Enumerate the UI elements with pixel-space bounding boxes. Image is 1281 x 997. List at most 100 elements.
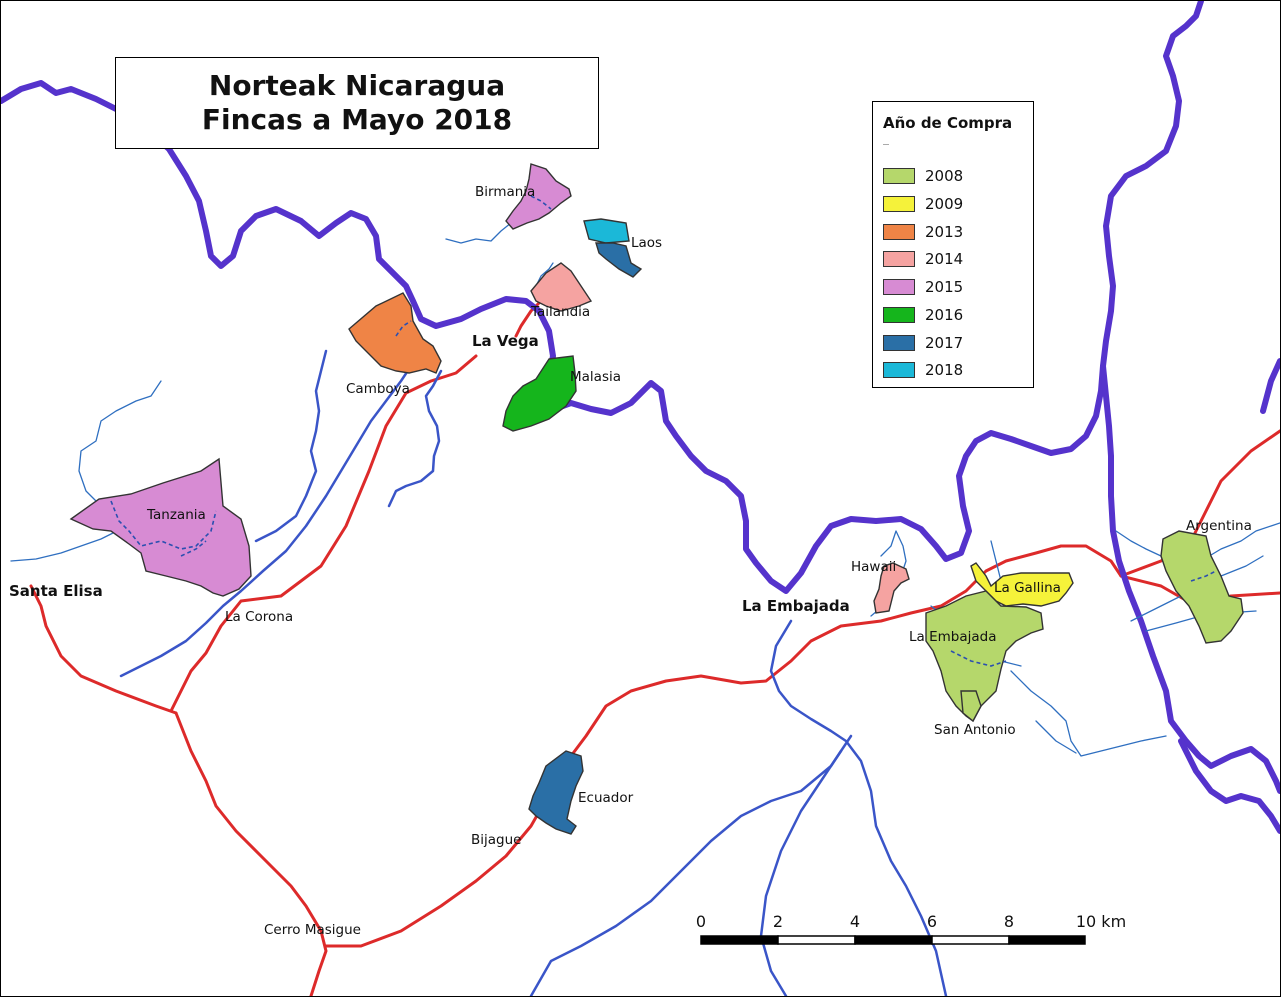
road-east-branch [1119,429,1280,578]
stream-sanantonio2 [1035,720,1077,754]
legend-label: 2017 [925,334,964,352]
scale-tick-2: 2 [772,912,784,931]
scale-seg-2 [777,935,856,945]
legend-item-2017: 2017 [883,333,963,353]
farm-label-tanzania: Tanzania [147,507,206,523]
legend-swatch [883,251,915,267]
farm-laos-north-polygon[interactable] [583,218,630,244]
scale-bar [700,935,1086,945]
river-bijague-south [529,734,853,996]
legend-label: 2016 [925,306,964,324]
scale-tick-10-km: 10 km [1075,912,1127,931]
legend-label: 2009 [925,195,964,213]
river-bijague-south2 [759,749,843,996]
farm-label-laos: Laos [631,235,663,251]
legend-swatch [883,335,915,351]
farm-tanzania-polygon[interactable] [69,457,252,597]
farm-birmania-polygon[interactable] [505,163,572,230]
legend-item-2016: 2016 [883,305,963,325]
farm-tailandia-polygon[interactable] [530,262,593,312]
legend-label: 2013 [925,223,964,241]
legend-swatch [883,279,915,295]
scale-seg-5 [1008,935,1086,945]
farm-argentina-polygon[interactable] [1160,530,1244,644]
legend-swatch [883,307,915,323]
farm-label-san-antonio: San Antonio [934,722,1016,738]
roads [29,299,1280,996]
scale-seg-1 [700,935,779,945]
legend-label: 2014 [925,250,964,268]
farm-stream-embajada [950,650,1007,667]
scale-tick-4: 4 [849,912,861,931]
legend-swatch [883,168,915,184]
stream-argentina2 [1200,522,1280,562]
river-la-vega-south [387,369,443,508]
farm-label-tailandia: Tailandia [531,304,591,320]
river-east-branch2 [1178,738,1280,834]
farm-laos-south-polygon[interactable] [595,242,643,278]
legend-label: 2018 [925,361,964,379]
stream-west [78,380,162,522]
map-title-box: Norteak Nicaragua Fincas a Mayo 2018 [115,57,599,149]
scale-tick-0: 0 [695,912,707,931]
scale-seg-4 [931,935,1010,945]
farm-label-hawaii: Hawaii [851,559,897,575]
scale-tick-8: 8 [1003,912,1015,931]
farm-ecuador-polygon[interactable] [528,750,584,835]
farm-streams [110,195,1217,667]
legend-swatch [883,224,915,240]
town-label-la-vega: La Vega [472,332,539,350]
legend-swatch [883,362,915,378]
farm-san-antonio-polygon[interactable] [960,690,982,723]
legend-item-2009: 2009 [883,194,963,214]
river-north-west [1,1,1204,594]
river-west-small [119,349,423,678]
farm-camboya-polygon[interactable] [348,292,442,374]
road-santa-elisa-west [29,584,178,715]
legend-swatch [883,196,915,212]
river-camboya-south [254,349,328,543]
farm-label-ecuador: Ecuador [578,790,634,806]
map-title-line1: Norteak Nicaragua [208,69,506,102]
farm-hawaii-polygon[interactable] [873,562,910,614]
farm-stream-tanzania [110,500,217,550]
legend-label: 2008 [925,167,964,185]
farms[interactable] [69,163,1244,835]
farm-label-camboya: Camboya [346,381,410,397]
farm-label-argentina: Argentina [1186,518,1252,534]
road-vega-corona [169,354,478,713]
farm-malasia-polygon[interactable] [502,355,577,432]
main-river [1,1,1280,834]
stream-sanantonio [1010,670,1167,757]
scale-tick-6: 6 [926,912,938,931]
map-title-line2: Fincas a Mayo 2018 [201,103,513,136]
legend-item-2015: 2015 [883,277,963,297]
farm-label-la-gallina: La Gallina [994,580,1061,596]
farm-label-la-embajada: La Embajada [909,629,997,645]
road-masigue-bijague [324,544,1123,948]
place-label-la-corona: La Corona [225,609,294,625]
farm-label-birmania: Birmania [475,184,536,200]
legend-title: Año de Compra [883,114,1013,132]
river-east-stub [1260,358,1280,414]
town-label-la-embajada: La Embajada [742,597,850,615]
farm-la-embajada-polygon[interactable] [925,590,1044,723]
road-corona-masigue [174,711,328,996]
farm-stream-tanzania2 [180,540,207,557]
legend-separator [883,144,889,145]
legend-item-2018: 2018 [883,360,963,380]
place-label-bijague: Bijague [471,832,522,848]
legend-item-2014: 2014 [883,249,963,269]
legend: Año de Compra 2008 2009 2013 2014 2015 2… [872,101,1034,388]
secondary-rivers [119,349,948,996]
farm-stream-birmania [530,195,552,210]
farm-label-malasia: Malasia [570,369,622,385]
farm-stream-argentina [1190,570,1217,582]
stream-argentina1 [1115,530,1162,557]
legend-item-2008: 2008 [883,166,963,186]
river-bijague-north [769,619,948,996]
legend-label: 2015 [925,278,964,296]
place-label-cerro-masigue: Cerro Masigue [264,922,361,938]
